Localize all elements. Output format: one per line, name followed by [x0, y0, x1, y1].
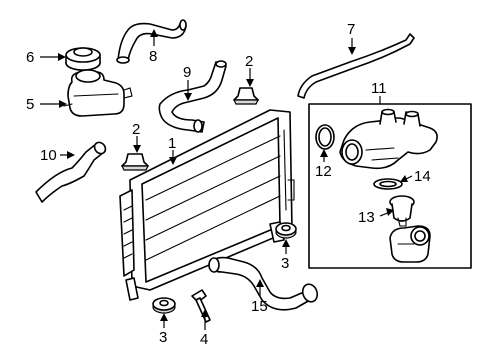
reservoir-cap-part: [65, 47, 101, 71]
callout-5: 5: [26, 96, 34, 113]
bleed-tube-part: [297, 33, 415, 99]
callout-13: 13: [358, 209, 375, 226]
thermostat-part: [389, 195, 415, 227]
callout-3-right: 3: [281, 255, 289, 272]
lower-isolator-part-left: [152, 297, 176, 314]
callout-12: 12: [315, 163, 332, 180]
lower-left-hose-part: [35, 141, 107, 203]
callout-11: 11: [371, 80, 387, 97]
grommet-part-left: [121, 153, 149, 171]
callout-4: 4: [200, 331, 208, 348]
callout-labels: 6 5 8 9 2 2 10 1 3 3 4 15 7 11 12 14 13: [26, 21, 431, 348]
lower-isolator-part-right: [275, 222, 297, 239]
gasket-part: [373, 178, 403, 190]
upper-radiator-hose-part: [158, 60, 227, 133]
radiator-part: [119, 109, 295, 301]
grommet-part-upper: [233, 87, 259, 105]
bolt-part: [191, 289, 211, 323]
callout-2-left: 2: [132, 121, 140, 138]
thermostat-housing-part: [339, 108, 438, 170]
callout-8: 8: [149, 48, 157, 65]
coolant-reservoir-part: [63, 69, 133, 117]
callout-1: 1: [168, 135, 176, 152]
callout-9: 9: [183, 64, 191, 81]
o-ring-part: [315, 124, 335, 150]
callout-14: 14: [414, 168, 431, 185]
callout-7: 7: [347, 21, 355, 38]
upper-small-hose-part: [116, 19, 187, 64]
callout-2-upper: 2: [245, 53, 253, 70]
callout-15: 15: [251, 298, 268, 315]
thermostat-housing-group: [308, 103, 472, 269]
leader-lines: [40, 29, 413, 330]
callout-6: 6: [26, 49, 34, 66]
callout-10: 10: [40, 147, 57, 164]
coolant-outlet-part: [389, 225, 431, 263]
callout-3-left: 3: [159, 329, 167, 346]
